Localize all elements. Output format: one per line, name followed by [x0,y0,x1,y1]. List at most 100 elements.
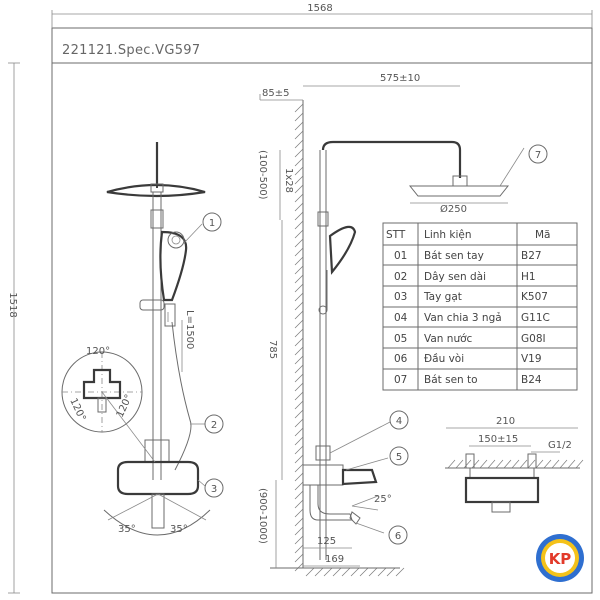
table-header-stt: STT [386,229,406,241]
column-height-label: 785 [267,340,278,359]
wall-hatch-line [294,292,304,302]
overall-height-label: 1518 [7,292,18,317]
svg-text:1: 1 [209,218,215,229]
inlet-centers-label: 150±15 [478,434,518,445]
inlet-hatch-line [471,459,480,469]
wall-offset-label: 85±5 [262,88,289,99]
callout-4: 4 [389,410,409,430]
inlet-hatch-line [535,459,544,469]
wall-hatch-line [294,544,304,554]
wall-hatch-line [294,472,304,482]
table-row-2-code: H1 [521,271,536,283]
spout-angle-label: 25° [374,494,392,505]
inlet-hatch-line [567,459,576,469]
inlet-hatch-line [455,459,464,469]
table-row-3-code: K507 [521,291,548,303]
wall-hatch-line [294,103,304,113]
wall-hatch-line [294,427,304,437]
floor-hatch-line [323,567,333,577]
table-row-3-stt: 03 [394,291,407,303]
table-row-5-code: G08I [521,333,546,345]
inlet-hatch-line [519,459,528,469]
wall-hatch-line [294,301,304,311]
overall-width-label: 1568 [307,3,332,14]
inlet-hatch-line [503,459,512,469]
swing-right-label: 35° [170,524,188,535]
svg-text:6: 6 [395,531,401,542]
inlet-width-label: 210 [496,416,515,427]
inlet-hatch-line [487,459,496,469]
floor-hatch-line [386,567,396,577]
wall-hatch-line [294,445,304,455]
table-row-2-part: Dây sen dài [424,271,486,283]
wall-hatch-line [294,391,304,401]
wall-hatch-line [294,166,304,176]
wall-hatch-line [294,310,304,320]
floor-hatch-line [395,567,405,577]
wall-hatch-line [294,220,304,230]
wall-hatch-line [294,211,304,221]
spout-reach-1-label: 125 [317,536,336,547]
wall-hatch-line [294,184,304,194]
wall-hatch-line [294,274,304,284]
wall-hatch-line [294,508,304,518]
wall-hatch-line [294,265,304,275]
wall-hatch-line [294,247,304,257]
table-row-7-code: B24 [521,374,542,386]
wall-hatch-line [294,535,304,545]
callout-5: 5 [389,446,409,466]
floor-hatch-line [305,567,315,577]
floor-hatch-line [314,567,324,577]
floor-hatch-line [341,567,351,577]
wall-hatch-line [294,481,304,491]
drawing-title: 221121.Spec.VG597 [62,43,200,58]
wall-hatch-line [294,364,304,374]
wall-hatch-line [294,175,304,185]
wall-hatch-line [294,463,304,473]
table-header-part: Linh kiện [424,229,472,241]
inlet-hatch-line [495,459,504,469]
table-row-7-part: Bát sen to [424,374,478,386]
wall-hatch-line [294,436,304,446]
table-row-5-part: Van nước [424,333,473,345]
wall-hatch-line [294,400,304,410]
wall-hatch-line [294,238,304,248]
floor-hatch-line [368,567,378,577]
callout-3: 3 [204,478,224,498]
table-row-4-code: G11C [521,312,550,324]
floor-hatch-line [377,567,387,577]
table-row-4-part: Van chia 3 ngả [424,312,502,324]
svg-text:3: 3 [211,484,217,495]
inlet-hatch-line [511,459,520,469]
hose-length-label: L=1500 [184,310,195,349]
inlet-hatch-line [551,459,560,469]
wall-hatch-line [294,319,304,329]
inlet-hatch-line [447,459,456,469]
wall-hatch-line [294,499,304,509]
wall-hatch-line [294,418,304,428]
svg-text:2: 2 [211,420,217,431]
table-row-7-stt: 07 [394,374,407,386]
parts-table: STT Linh kiện Mã 01 Bát sen tay B27 02 D… [382,222,578,391]
wall-hatch-line [294,490,304,500]
floor-hatch-line [350,567,360,577]
wall-hatch-line [294,148,304,158]
head-diameter-label: Ø250 [440,203,467,215]
table-row-2-stt: 02 [394,271,407,283]
wall-hatch-line [294,229,304,239]
drawing-frame [8,10,593,594]
table-row-6-code: V19 [521,353,542,365]
wall-hatch-line [294,337,304,347]
wall-hatch-line [294,562,304,572]
inlet-detail: 210 150±15 G1/2 [445,416,584,513]
svg-text:5: 5 [396,452,402,463]
wall-hatch-line [294,202,304,212]
front-view: L=1500 120° 120° 120° 35° 35° [61,142,211,536]
inlet-hatch-line [575,459,584,469]
wall-hatch-line [294,454,304,464]
inlet-hatch-line [559,459,568,469]
inlet-thread-label: G1/2 [548,440,572,451]
wall-hatch-line [294,193,304,203]
wall-hatch-line [294,373,304,383]
